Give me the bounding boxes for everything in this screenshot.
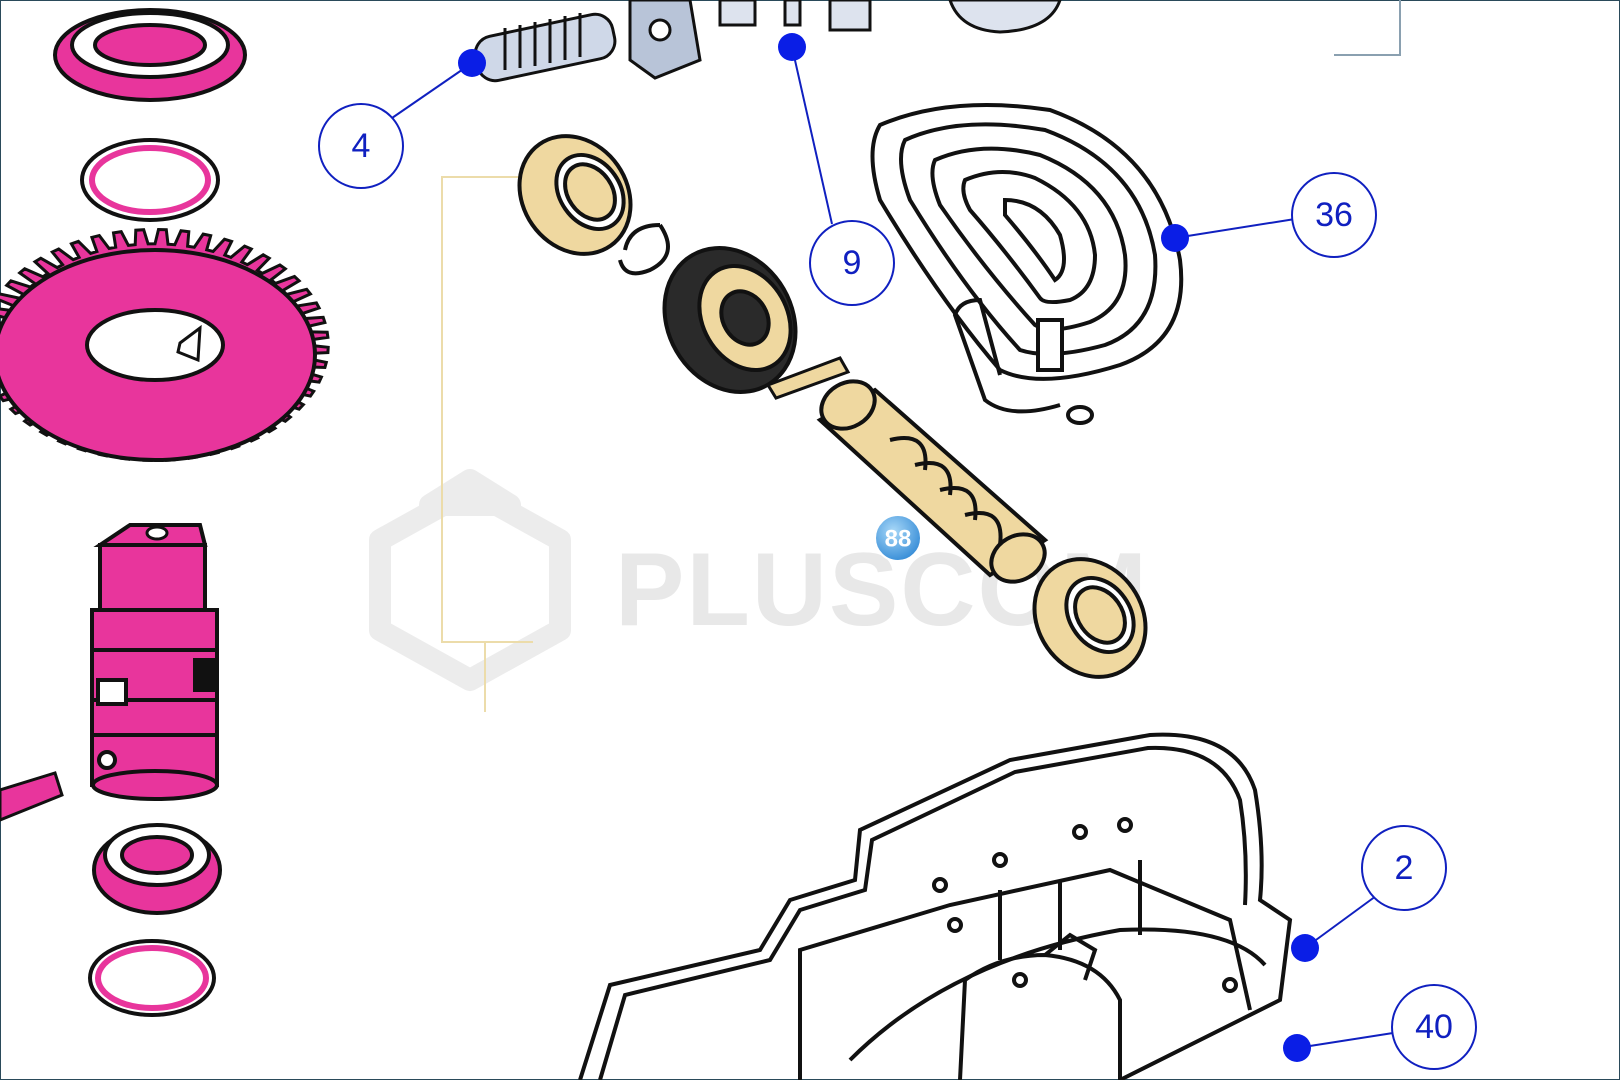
leader-dot-9 — [778, 33, 806, 61]
watermark: PLUSCOM — [369, 469, 1147, 691]
callout-4[interactable]: 4 — [318, 103, 404, 189]
part-marker-88[interactable]: 88 — [874, 514, 922, 562]
worm-shaft-tan — [816, 379, 1049, 584]
top-right-bracket — [1334, 0, 1401, 56]
callout-36-label: 36 — [1315, 196, 1353, 234]
watermark-logo-icon — [369, 469, 571, 691]
bracket-top — [628, 0, 702, 80]
bearing-tan-upper — [517, 134, 633, 256]
ring-left-2 — [88, 939, 216, 1017]
retaining-clip — [618, 223, 670, 276]
shaft-magenta — [90, 523, 219, 801]
callout-9-label: 9 — [843, 244, 862, 282]
heating-coil — [870, 103, 1184, 425]
callout-40[interactable]: 40 — [1391, 984, 1477, 1070]
part-marker-label: 88 — [885, 526, 912, 553]
callout-4-label: 4 — [352, 127, 371, 165]
pin-left — [0, 771, 64, 822]
callout-9[interactable]: 9 — [809, 220, 895, 306]
bearing-tan-lower — [1032, 557, 1148, 679]
screws-top — [718, 0, 872, 32]
leader-dot-40 — [1283, 1034, 1311, 1062]
leader-dot-36 — [1161, 224, 1189, 252]
gear-large-magenta — [0, 227, 330, 463]
callout-36[interactable]: 36 — [1291, 172, 1377, 258]
bearing-bottom-left — [92, 823, 222, 915]
leader-dot-4 — [458, 49, 486, 77]
assembly-bracket — [441, 176, 533, 712]
worm-screw-top — [473, 12, 617, 83]
callout-2[interactable]: 2 — [1361, 825, 1447, 911]
leader-dot-2 — [1291, 934, 1319, 962]
callout-40-label: 40 — [1415, 1008, 1453, 1046]
leader-lines — [391, 46, 1394, 1049]
pin-tan — [765, 356, 851, 400]
gear-small-black — [662, 246, 798, 394]
callout-2-label: 2 — [1395, 849, 1414, 887]
motor-top-right — [948, 0, 1062, 34]
leader-dots — [458, 33, 1319, 1062]
ring-left-1 — [80, 138, 220, 222]
bearing-top-left — [53, 8, 247, 102]
base-chassis — [578, 732, 1293, 1080]
